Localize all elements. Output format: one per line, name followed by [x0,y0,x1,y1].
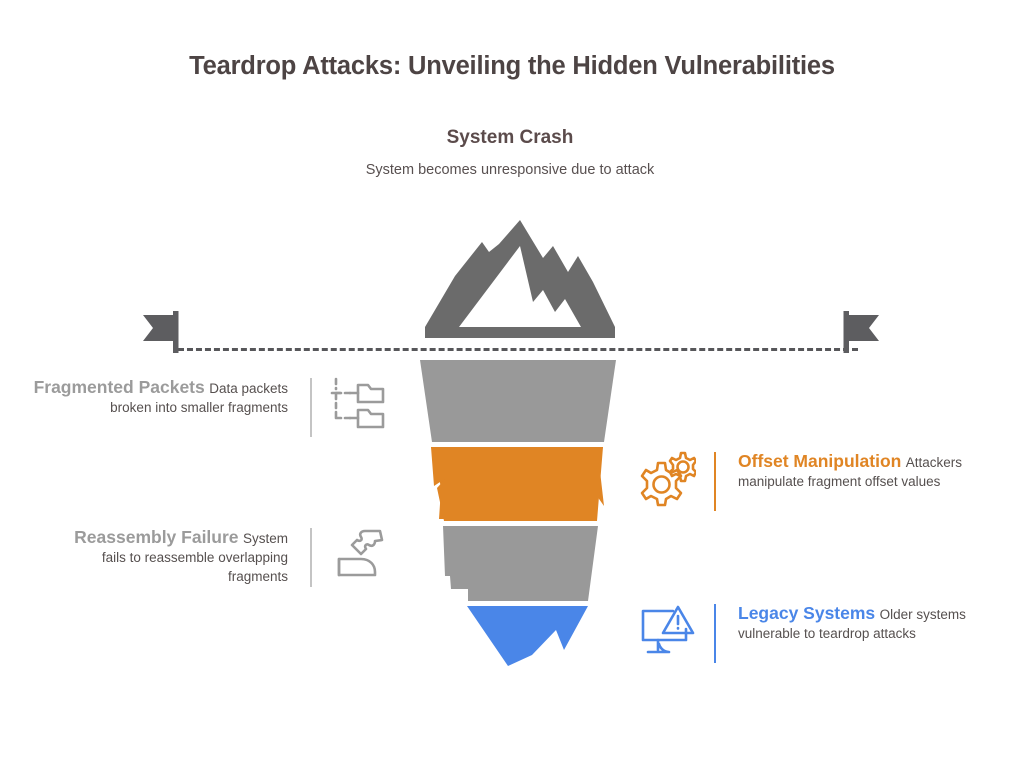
horizontal-dashed-rule [178,348,858,351]
flag-icon [843,311,883,358]
system-crash-block: System Crash System becomes unresponsive… [330,126,690,180]
gears-icon [640,450,698,513]
item-title: Reassembly Failure [74,527,239,547]
item-text-group: Offset Manipulation Attackers manipulate… [738,450,1000,491]
item-description: Data packets broken into smaller fragmen… [110,381,288,415]
item-title: Offset Manipulation [738,451,902,471]
folders-tree-icon [330,376,386,439]
funnel-segment-legacy-systems [467,606,588,666]
item-divider [714,604,716,663]
system-crash-title: System Crash [446,127,574,148]
item-description: Older systems vulnerable to teardrop att… [738,607,966,641]
mountain-icon [425,220,615,343]
item-divider [714,452,716,511]
funnel-segment-fragmented-packets [420,360,616,442]
item-text-group: Legacy Systems Older systems vulnerable … [738,602,1000,643]
item-description: Attackers manipulate fragment offset val… [738,455,963,489]
system-crash-description: System becomes unresponsive due to attac… [365,162,655,178]
sidebar-item-fragmented-packets[interactable]: Fragmented Packets Data packets broken i… [28,376,386,439]
funnel-segment-offset-manipulation-body [431,447,603,521]
item-divider [310,378,312,437]
puzzle-piece-icon [330,526,386,589]
item-text-group: Reassembly Failure System fails to reass… [68,526,288,586]
sidebar-item-reassembly-failure[interactable]: Reassembly Failure System fails to reass… [68,526,386,589]
item-divider [310,528,312,587]
funnel-diagram [404,358,620,673]
item-description: System fails to reassemble overlapping f… [101,531,288,584]
item-text-group: Fragmented Packets Data packets broken i… [28,376,288,417]
sidebar-item-offset-manipulation[interactable]: Offset Manipulation Attackers manipulate… [640,450,1000,513]
item-title: Fragmented Packets [33,377,205,397]
flag-icon [139,311,179,358]
item-title: Legacy Systems [738,603,876,623]
monitor-warning-icon [640,602,696,665]
funnel-segment-reassembly-failure [443,526,598,601]
sidebar-item-legacy-systems[interactable]: Legacy Systems Older systems vulnerable … [640,602,1000,665]
page-title: Teardrop Attacks: Unveiling the Hidden V… [189,52,835,80]
